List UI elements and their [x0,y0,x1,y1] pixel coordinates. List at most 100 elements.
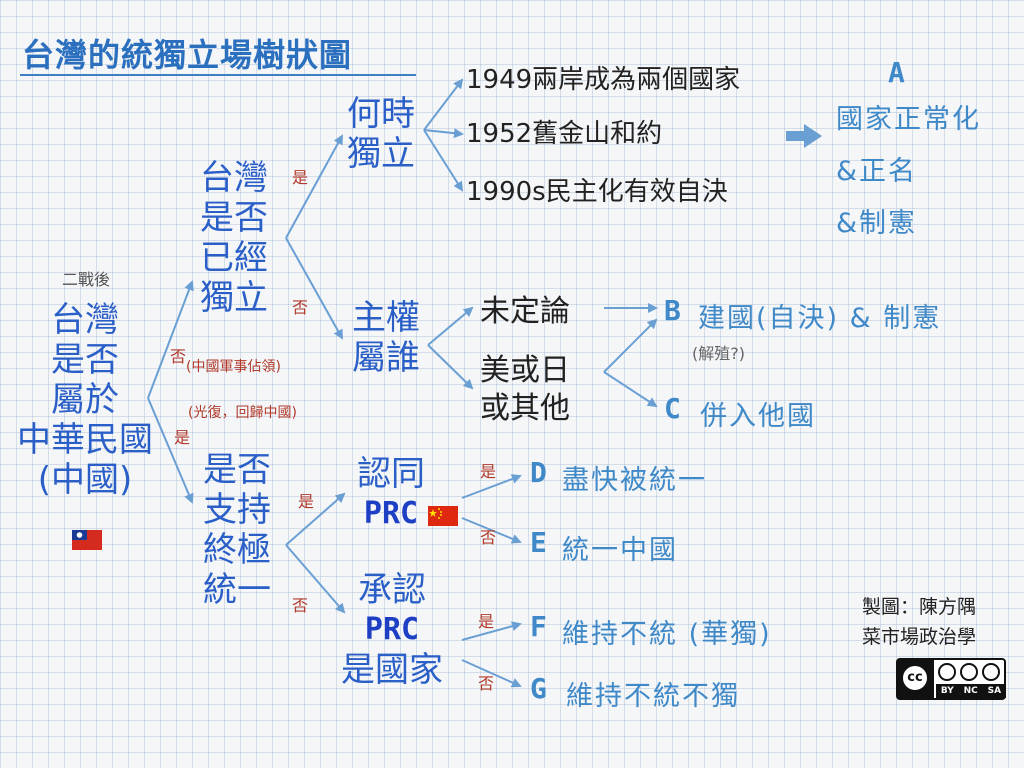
root-line: 台灣 [51,300,119,340]
outcome-g: 維持不統不獨 [566,681,740,712]
china-flag-icon [428,506,458,526]
creative-commons-license-icon: cc BY NC SA [896,658,1006,700]
question-line: 統一 [203,570,271,610]
question-line: 獨立 [200,278,268,318]
edge-unification-to-identify [285,492,346,546]
prc-label: PRC [363,496,419,531]
question-line: 已經 [200,238,268,278]
edge-identify-to-D [461,474,522,499]
edge-recognize-to-F [461,621,522,641]
edge-independent-to-sovereignty [285,237,343,340]
outcome-line: 國家正常化 [836,104,981,135]
edge-label-no: 否 [478,674,495,693]
credit: 製圖：陳方隅 菜市場政治學 [862,592,976,652]
outcome-f: 維持不統 (華獨) [562,619,772,650]
edge-label-yes: 是 [292,168,309,187]
edge-label-yes: 是 [298,492,315,511]
question-identify-prc: 認同 PRC [346,454,436,534]
license-label-by: BY [940,686,954,696]
root-question: 台灣 是否 屬於 中華民國 (中國) [0,300,170,500]
edge-when-to-1990s [423,129,464,192]
by-symbol-icon [938,663,956,681]
question-line: 承認 [358,570,426,610]
question-line: 何時 [347,94,415,134]
outcome-letter-a: A [888,56,905,89]
question-line: 終極 [203,530,271,570]
sa-symbol-icon [982,663,1000,681]
outcome-c: 併入他國 [700,401,816,432]
nc-symbol-icon [960,663,978,681]
edge-label-yes: 是 [480,462,497,481]
when-option: 1949兩岸成為兩個國家 [466,65,741,95]
edge-sovereignty-to-usjapan [427,344,474,390]
question-line: 台灣 [200,158,268,198]
question-line: 是國家 [341,650,443,690]
title-underline [20,74,416,76]
edge-when-to-1952 [423,128,464,139]
diagram-title: 台灣的統獨立場樹狀圖 [22,36,353,74]
edge-label-no: 否 [292,298,309,317]
prc-label: PRC [364,612,420,647]
question-line: 是否 [200,198,268,238]
sovereignty-option-other: 美或日 或其他 [480,352,570,428]
outcome-letter-d: D [530,456,547,489]
arrow-right-icon [786,124,822,148]
edge-usjapan-to-B [603,318,658,373]
outcome-letter-g: G [530,672,547,705]
edge-recognize-to-G [461,659,522,688]
root-line: 中華民國 [17,420,153,460]
root-line: 屬於 [51,380,119,420]
root-line: 是否 [51,340,119,380]
outcome-letter-e: E [530,526,547,559]
outcome-e: 統一中國 [562,535,678,566]
option-line: 美或日 [480,353,570,388]
outcome-b: 建國(自決) & 制憲 [698,303,942,334]
when-option: 1990s民主化有效自決 [466,177,728,207]
taiwan-flag-icon [72,530,102,550]
edge-note: (光復，回歸中國) [188,405,297,421]
outcome-letter-f: F [530,610,547,643]
cc-symbol: cc [901,664,929,692]
edge-label-no: 否 [292,596,309,615]
question-line: 認同 [357,454,425,494]
outcome-letter-c: C [664,392,681,425]
question-line: 支持 [203,490,271,530]
license-label-nc: NC [963,686,978,696]
question-unification: 是否 支持 終極 統一 [190,450,284,610]
question-line: 獨立 [347,134,415,174]
question-line: 主權 [352,298,420,338]
question-line: 是否 [203,450,271,490]
outcome-line: &制憲 [836,208,918,239]
edge-root-to-unification [147,397,194,504]
outcome-a: 國家正常化 &正名 &制憲 [836,94,981,250]
root-prefix: 二戰後 [62,270,111,289]
outcome-letter-b: B [664,294,681,327]
question-sovereignty: 主權 屬誰 [344,298,428,378]
edge-usjapan-to-C [603,371,658,408]
question-when: 何時 獨立 [340,94,422,174]
edge-label-no: 否 [170,347,187,366]
license-labels: BY NC SA [936,684,1006,698]
edge-label-yes: 是 [478,612,495,631]
option-line: 或其他 [480,391,570,426]
edge-label-yes: 是 [174,428,191,447]
edge-independent-to-when [285,134,343,239]
outcome-line: &正名 [836,156,918,187]
edge-sovereignty-to-undetermined [427,306,474,346]
credit-author: 製圖：陳方隅 [862,596,977,618]
edge-label-no: 否 [480,528,497,547]
edge-note: (中國軍事佔領) [186,359,281,375]
edge-root-to-independent [147,280,194,399]
edge-unification-to-recognize [285,544,346,614]
outcome-d: 盡快被統一 [562,465,707,496]
outcome-b-note: (解殖?) [692,344,745,363]
root-line: (中國) [37,460,133,500]
sovereignty-option-undetermined: 未定論 [480,294,570,329]
when-option: 1952舊金山和約 [466,119,663,149]
credit-source: 菜市場政治學 [862,626,977,648]
license-label-sa: SA [987,686,1002,696]
question-recognize-prc: 承認 PRC 是國家 [330,570,454,690]
question-independent: 台灣 是否 已經 獨立 [188,158,280,318]
edge-when-to-1949 [423,78,464,131]
